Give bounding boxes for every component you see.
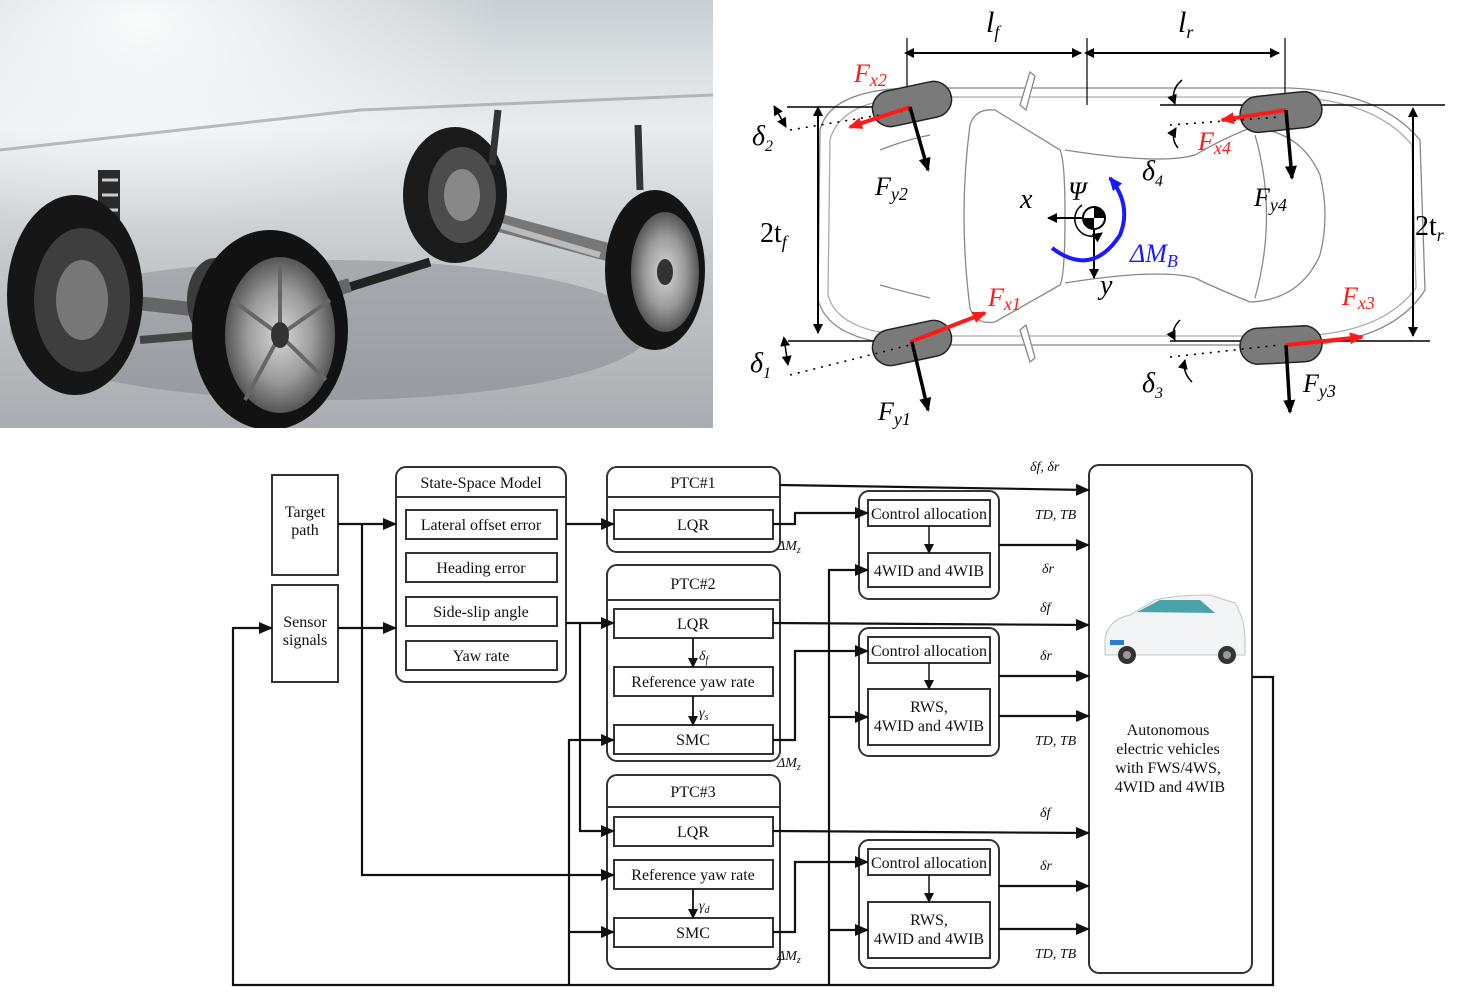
signal-s7: δf [1040,806,1053,821]
signal-s4: δf [1040,601,1053,616]
alloc1-4wid-4wib [867,552,991,588]
delta3-label: δ3 [1142,368,1163,402]
ptc1-out-label: ΔMz [776,539,801,556]
alloc1-title: Control allocation [871,506,987,523]
state-item-side-slip: Side-slip angle [433,604,529,621]
alloc3-title: Control allocation [871,855,987,872]
yaw-rate-block [405,640,558,671]
signal-s3: δr [1042,562,1055,577]
tf-label: 2tf [760,218,790,252]
delta4-label: δ4 [1142,156,1163,190]
ptc1-lqr-block [613,509,774,540]
ptc3-gamma-label: γd [699,899,711,916]
tire-rear-right [1239,325,1323,365]
ptc1-lqr-label: LQR [677,517,709,534]
ptc3-smc-label: SMC [676,925,710,942]
signal-s2: TD, TB [1035,508,1077,523]
front-right-wheel [192,230,348,428]
y-axis-label: y [1097,270,1113,301]
side-slip-angle-block [405,596,558,627]
yaw-angle-label: Ψ [1068,177,1089,206]
fy3-label: Fy3 [1302,369,1336,401]
alloc2-body: RWS,4WID and 4WIB [874,699,984,735]
tr-label: 2tr [1415,211,1445,245]
front-left-wheel [7,195,143,395]
alloc3-body: RWS,4WID and 4WIB [874,912,984,948]
ptc2-ref-label: Reference yaw rate [631,674,754,691]
autonomous-vehicle-block [1088,464,1253,974]
alloc2-control-allocation [867,636,991,664]
ptc1-title: PTC#1 [670,475,715,492]
state-item-lateral-offset: Lateral offset error [421,517,542,534]
chassis-photo [0,0,713,428]
signal-s8: δr [1040,859,1053,874]
alloc2-rws-4wid-4wib [867,688,991,746]
delta2-label: δ2 [752,121,773,155]
signal-s5: δr [1040,649,1053,664]
state-space-title: State-Space Model [420,475,542,492]
heading-error-block [405,552,558,583]
alloc3-rws-4wid-4wib [867,901,991,959]
signal-s9: TD, TB [1035,947,1077,962]
suv-image [1104,594,1246,664]
vehicle-label: Autonomous electric vehicles with FWS/4W… [1115,722,1225,796]
rear-right-wheel [605,190,705,350]
chassis-illustration [0,0,713,428]
alloc2-title: Control allocation [871,643,987,660]
wheelbase-dimensions [904,38,1286,105]
yaw-moment-label: ΔMB [1129,239,1178,271]
steering-angle-arcs [773,79,1193,383]
ptc2-title: PTC#2 [670,576,715,593]
lf-label: lf [986,6,1002,42]
alloc1-body: 4WID and 4WIB [874,563,984,580]
delta1-label: δ1 [750,348,771,382]
lateral-offset-error-block [405,509,558,540]
ptc3-out-label: ΔMz [776,949,801,966]
lateral-force-arrows [908,106,1297,414]
ptc3-lqr-label: LQR [677,824,709,841]
fy1-label: Fy1 [877,397,911,429]
fy4-label: Fy4 [1253,183,1287,215]
target-path-block [271,474,339,576]
yaw-moment-arrow [1050,176,1127,263]
lr-label: lr [1178,6,1194,42]
sensor-signals-block [271,584,339,683]
fx4-label: Fx4 [1197,127,1231,158]
fy2-label: Fy2 [874,172,908,204]
ptc2-out-label: ΔMz [776,756,801,773]
ptc2-lqr-label: LQR [677,616,709,633]
rear-left-wheel [403,127,507,263]
ptc3-reference-yaw-rate-block [613,859,774,890]
state-item-heading-error: Heading error [436,560,526,577]
ptc2-smc-label: SMC [676,732,710,749]
state-item-yaw-rate: Yaw rate [453,648,510,665]
fx2-label: Fx2 [853,59,887,90]
signal-s1: δf, δr [1030,460,1060,475]
fx1-label: Fx1 [987,283,1021,314]
ptc2-gamma-label: γs [699,706,709,723]
front-track-dimension [787,106,905,342]
longitudinal-force-arrows [848,105,1364,347]
center-of-gravity [1047,204,1106,279]
signal-s6: TD, TB [1035,734,1077,749]
ptc2-delta-label: δf [699,649,710,666]
vehicle-dynamics-diagram: lf lr 2tf 2tr [730,0,1458,430]
drive-shaft [338,257,432,295]
connections [231,483,1275,987]
fx3-label: Fx3 [1341,282,1375,313]
ptc3-title: PTC#3 [670,784,715,801]
ptc3-ref-label: Reference yaw rate [631,867,754,884]
x-axis-label: x [1019,184,1033,215]
